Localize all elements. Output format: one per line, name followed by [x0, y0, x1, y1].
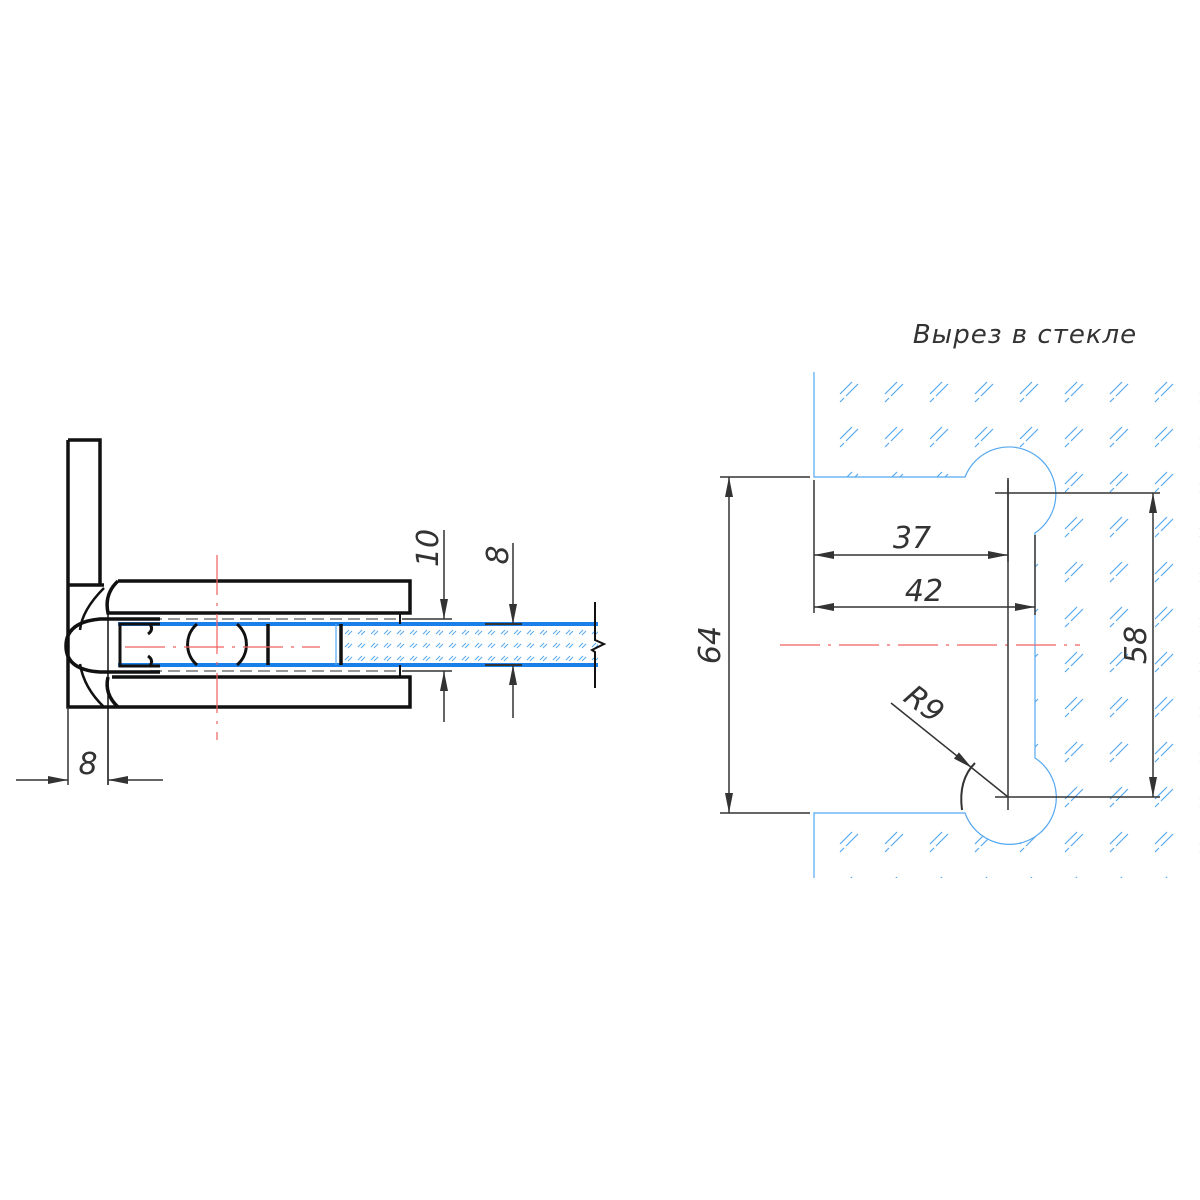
pin-circle	[186, 622, 248, 667]
seal-profile	[64, 617, 160, 674]
dim-depth-label: 42	[905, 574, 943, 609]
wall-plate	[66, 438, 412, 709]
cutout-title: Вырез в стекле	[913, 320, 1137, 350]
dim-center-distance-label: 58	[1119, 626, 1154, 664]
dim-to-center-label: 37	[893, 521, 931, 556]
cutout-fill	[812, 446, 1057, 845]
cutout-outline	[813, 372, 1057, 878]
clamp-section-view: 10 8 8	[16, 438, 607, 785]
dim-gasket-label: 10	[411, 529, 446, 567]
glass-cutout-view: Вырез в стекле 64 37 42 58 R9	[693, 320, 1200, 878]
dim-plate-label: 8	[78, 747, 97, 782]
break-line	[590, 602, 607, 688]
dim-height-label: 64	[693, 626, 728, 664]
glass-hatch	[343, 626, 598, 663]
dim-glass-label: 8	[481, 545, 516, 564]
clamp-top-plate	[105, 579, 412, 615]
